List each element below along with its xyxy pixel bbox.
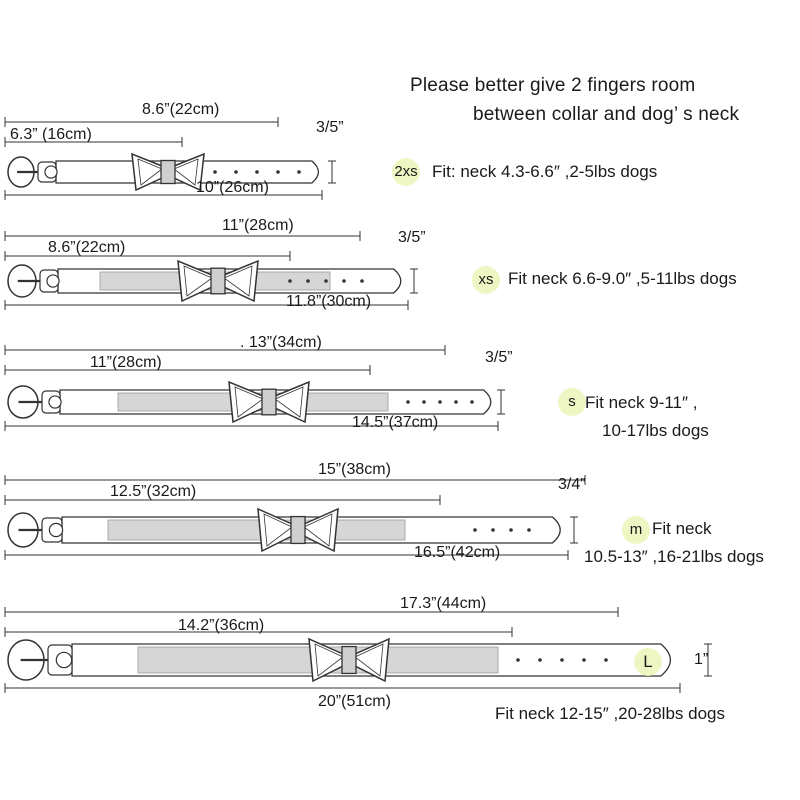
size-badge: m xyxy=(622,516,650,544)
d-ring xyxy=(55,651,73,669)
collar-hole xyxy=(406,400,410,404)
size-badge: xs xyxy=(472,266,500,294)
collar-length-label: 14.5”(37cm) xyxy=(352,414,439,431)
collar-hole xyxy=(213,170,217,174)
bow-inner-outline xyxy=(183,265,253,297)
collar-hole xyxy=(509,528,513,532)
bow-right-wing xyxy=(274,380,310,424)
bow-inner-outline xyxy=(263,513,333,547)
full-length-label: 15”(38cm) xyxy=(318,461,391,478)
full-length-label: . 13”(34cm) xyxy=(240,334,322,351)
width-label: 3/5” xyxy=(316,119,344,136)
collar-hole xyxy=(276,170,280,174)
full-length-label: 8.6”(22cm) xyxy=(142,101,220,118)
collar-L xyxy=(4,607,712,693)
collar-hole xyxy=(342,279,346,283)
d-ring xyxy=(48,395,62,409)
bow-knot xyxy=(160,159,176,185)
size-badge: L xyxy=(634,648,662,676)
bow-knot xyxy=(261,388,277,416)
collar-m xyxy=(4,475,586,560)
collar-hole xyxy=(324,279,328,283)
collar-xs xyxy=(4,231,418,310)
collar-hole xyxy=(255,170,259,174)
d-ring xyxy=(44,165,58,179)
collar-hole xyxy=(516,658,520,662)
bow-right-wing xyxy=(223,259,259,303)
collar-hole xyxy=(604,658,608,662)
room-note-line-1: Please better give 2 fingers room xyxy=(410,75,696,96)
collar-length-label: 10”(26cm) xyxy=(196,179,269,196)
bow-left-wing xyxy=(257,507,293,553)
full-length-label: 17.3”(44cm) xyxy=(400,595,487,612)
fit-description-line-2: 10.5-13″ ,16-21lbs dogs xyxy=(584,547,764,566)
width-label: 1” xyxy=(694,651,709,668)
collar-hole xyxy=(491,528,495,532)
bow-knot xyxy=(290,515,306,545)
min-length-label: 11”(28cm) xyxy=(90,354,162,371)
d-ring xyxy=(46,274,60,288)
collar-hole xyxy=(473,528,477,532)
collar-hole xyxy=(438,400,442,404)
collar-hole xyxy=(288,279,292,283)
bow-inner-outline xyxy=(137,158,199,186)
fit-description: Fit neck 6.6-9.0″ ,5-11lbs dogs xyxy=(508,269,737,288)
size-badge: 2xs xyxy=(392,158,420,186)
collar-length-label: 16.5”(42cm) xyxy=(414,544,501,561)
bow-knot xyxy=(210,267,226,295)
collar-hole xyxy=(538,658,542,662)
width-label: 3/4” xyxy=(558,476,586,493)
room-note-line-2: between collar and dog’ s neck xyxy=(473,104,740,125)
bow-right-wing xyxy=(303,507,339,553)
width-label: 3/5” xyxy=(485,349,513,366)
full-length-label: 11”(28cm) xyxy=(222,217,294,234)
collar-hole xyxy=(470,400,474,404)
collar-s xyxy=(4,345,505,431)
fit-description: Fit: neck 4.3-6.6″ ,2-5lbs dogs xyxy=(432,162,658,181)
fit-description: Fit neck 9-11″ , xyxy=(585,393,698,412)
collar-hole xyxy=(560,658,564,662)
rhinestone-band xyxy=(107,519,406,541)
bow-left-wing xyxy=(228,380,264,424)
collar-hole xyxy=(234,170,238,174)
width-label: 3/5” xyxy=(398,229,426,246)
fit-description: Fit neck 12-15″ ,20-28lbs dogs xyxy=(495,704,725,723)
min-length-label: 8.6”(22cm) xyxy=(48,239,126,256)
fit-description-line-2: 10-17lbs dogs xyxy=(602,421,709,440)
collar-hole xyxy=(360,279,364,283)
collar-hole xyxy=(454,400,458,404)
bow-inner-outline xyxy=(314,643,384,677)
d-ring xyxy=(48,522,64,538)
min-length-label: 14.2”(36cm) xyxy=(178,617,265,634)
collar-hole xyxy=(422,400,426,404)
min-length-label: 6.3” (16cm) xyxy=(10,126,92,143)
collar-2xs xyxy=(4,117,336,200)
collar-hole xyxy=(582,658,586,662)
bow-knot xyxy=(341,645,357,675)
collar-length-label: 20”(51cm) xyxy=(318,693,391,710)
bow-inner-outline xyxy=(234,386,304,418)
collar-hole xyxy=(306,279,310,283)
fit-description: Fit neck xyxy=(652,519,712,538)
min-length-label: 12.5”(32cm) xyxy=(110,483,197,500)
collar-hole xyxy=(297,170,301,174)
size-badge: s xyxy=(558,388,586,416)
collar-length-label: 11.8”(30cm) xyxy=(286,293,372,310)
collar-hole xyxy=(527,528,531,532)
bow-left-wing xyxy=(177,259,213,303)
